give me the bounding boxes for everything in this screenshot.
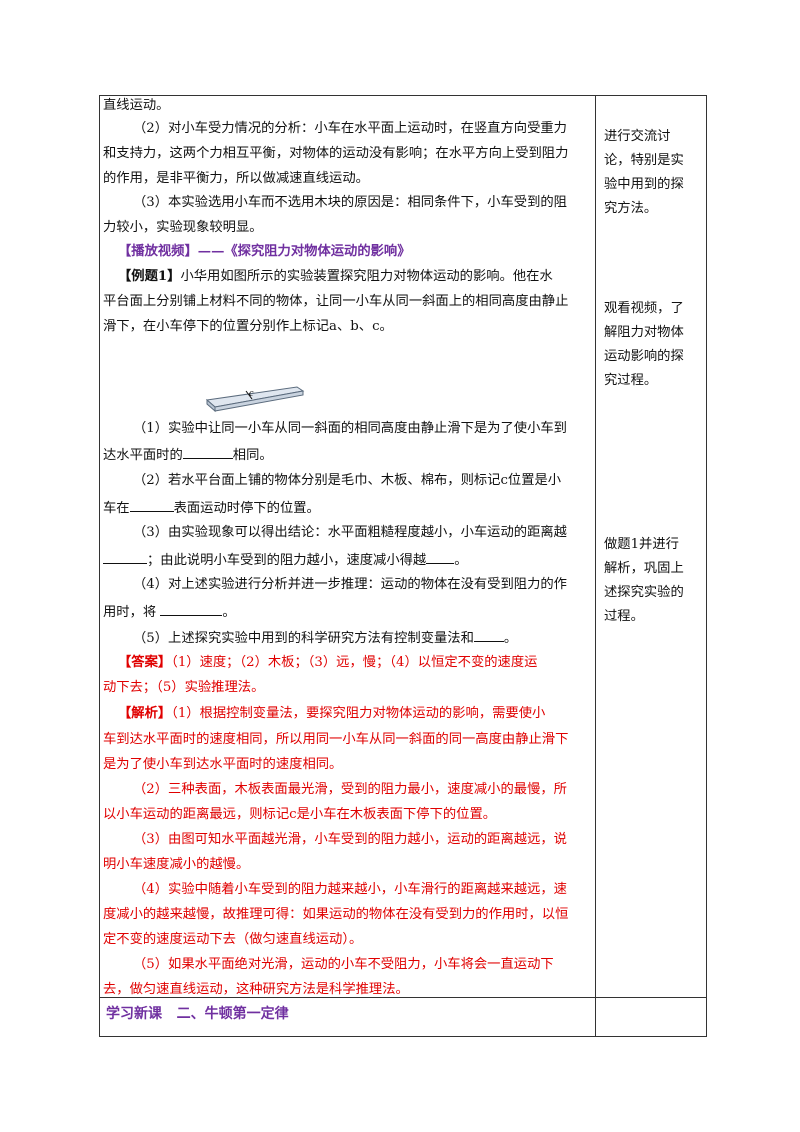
answer-blank [160,603,223,616]
side-note-3: 做题1并进行 解析，巩固上 述探究实验的 过程。 [604,537,684,624]
mark-c-label: c [249,388,254,399]
explanation-tag: 【解析】 [118,706,172,721]
explanation-line: 去，做匀速直线运动，这种研究方法是科学推理法。 [103,982,409,997]
text-line: （2）对小车受力情况的分析：小车在水平面上运动时，在竖直方向受重力 [133,121,567,136]
explanation-line: 车到达水平面时的速度相同，所以用同一小车从同一斜面的同一高度由静止滑下 [103,732,569,747]
explanation-line: （5）如果水平面绝对光滑，运动的小车不受阻力，小车将会一直运动下 [133,957,554,972]
example-tag: 【例题1】 [118,269,181,284]
text-line: 力较小，实验现象较明显。 [103,220,263,235]
explanation-line: （2）三种表面，木板表面最光滑，受到的阻力最小，速度减小的最慢，所 [133,782,567,797]
lesson-table [99,95,707,1037]
explanation-line: 度减小的越来越慢，故推理可得：如果运动的物体在没有受到力的作用时，以恒 [103,907,569,922]
text-line: 直线运动。 [103,98,170,113]
text-line: 的作用，是非平衡力，所以做减速直线运动。 [103,171,369,186]
explanation-line: （3）由图可知水平面越光滑，小车受到的阻力越小，运动的距离越远，说 [133,832,567,847]
answer-line: 动下去；（5）实验推理法。 [103,680,265,695]
question-2a: （2）若水平台面上铺的物体分别是毛巾、木板、棉布，则标记c位置是小 [133,473,562,488]
explanation-line: （4）实验中随着小车受到的阻力越来越小，小车滑行的距离越来越远，速 [133,882,567,897]
answer-blank [103,551,147,564]
question-5: （5）上述探究实验中用到的科学研究方法有控制变量法和。 [133,629,518,646]
question-4a: （4）对上述实验进行分析并进一步推理：运动的物体在没有受到阻力的作 [133,577,567,592]
explanation-line: 是为了使小车到达水平面时的速度相同。 [103,757,343,772]
question-4b: 用时，将 。 [103,603,236,620]
side-note-1: 进行交流讨 论，特别是实 验中用到的探 究方法。 [604,129,684,216]
text-line: 平台面上分别铺上材料不同的物体，让同一小车从同一斜面上的相同高度由静止 [103,294,569,309]
text-line: （3）本实验选用小车而不选用木块的原因是：相同条件下，小车受到的阻 [133,195,567,210]
side-note-2: 观看视频，了 解阻力对物体 运动影响的探 究过程。 [604,301,684,388]
explanation-line: 以小车运动的距离最远，则标记c是小车在木板表面下停下的位置。 [103,807,497,822]
answer-tag: 【答案】 [118,655,172,670]
question-3a: （3）由实验现象可以得出结论：水平面粗糙程度越小，小车运动的距离越 [133,525,567,540]
video-heading: 【播放视频】——《探究阻力对物体运动的影响》 [118,244,411,259]
question-3b: ；由此说明小车受到的阻力越小，速度减小得越。 [103,551,468,569]
incline-side [214,390,304,412]
row-divider [99,997,707,998]
answer-blank [473,629,504,642]
question-1b: 达水平面时的相同。 [103,446,273,463]
answer-blank [426,551,455,564]
question-2b: 车在表面运动时停下的位置。 [103,499,320,516]
explanation-line: 明小车速度减小的越慢。 [103,857,250,872]
explanation-line: 【解析】（1）根据控制变量法，要探究阻力对物体运动的影响，需要使小 [118,706,546,721]
text-line: 滑下，在小车停下的位置分别作上标记a、b、c。 [103,319,393,334]
answer-blank [129,499,174,512]
answer-blank [182,446,233,459]
incline-figure: c [205,386,305,413]
question-1a: （1）实验中让同一小车从同一斜面的相同高度由静止滑下是为了使小车到 [133,421,567,436]
explanation-line: 定不变的速度运动下去（做匀速直线运动）。 [103,932,363,947]
answer-line: 【答案】（1）速度；（2）木板；（3）远，慢；（4）以恒定不变的速度运 [118,655,538,670]
column-divider [595,95,596,1037]
example-text: 小华用如图所示的实验装置探究阻力对物体运动的影响。他在水 [180,269,553,284]
text-line: 和支持力，这两个力相互平衡，对物体的运动没有影响；在水平方向上受到阻力 [103,146,569,161]
section-heading: 学习新课 二、牛顿第一定律 [106,1006,289,1022]
mark-c-line [245,390,253,400]
example-line: 【例题1】小华用如图所示的实验装置探究阻力对物体运动的影响。他在水 [118,269,553,285]
